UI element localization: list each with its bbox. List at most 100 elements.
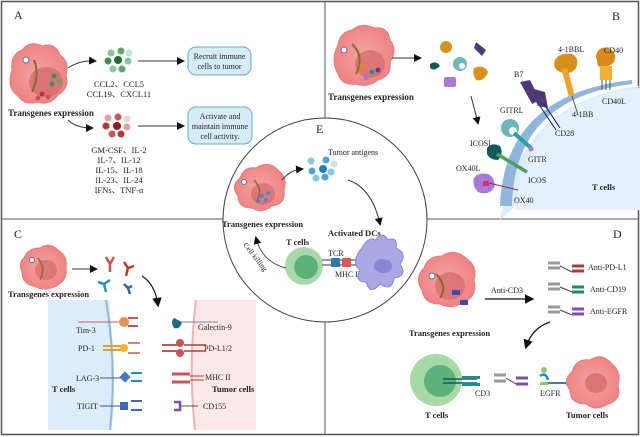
dc-nucleus [374,259,392,273]
ligand-label: CD40 [604,46,623,55]
bite-molecule [548,261,584,273]
cd3-label: CD3 [475,389,490,398]
virus-icon [22,56,30,64]
ligand-label: PD-L1/2 [204,344,232,353]
tumor-cell [234,164,286,212]
receptor-label: ICOS [528,176,546,185]
source-label: Transgenes expression [328,92,414,102]
activated-dcs-label: Activated DCs [328,228,381,238]
receptor-label: CD40L [602,97,626,106]
chemokine-list: CCL19、CXCL11 [87,89,151,99]
nucleus [585,373,607,393]
outcome-box [187,106,253,145]
arrow [470,95,481,125]
ligand-label: Galectin-9 [198,323,232,332]
tumor-cell [333,24,395,86]
bite-bound [494,373,528,386]
dna-strand [31,59,38,93]
t-cell-cytoplasm [516,88,640,210]
tumor-region [191,300,256,430]
outcome-box [187,46,252,76]
panel-e-label: E [316,122,323,136]
panel-d-label: D [613,227,622,241]
dna-strand [435,273,445,299]
receptor-label: PD-1 [78,344,95,353]
antigen-cluster [307,156,338,182]
ligand-label: 4-1BBL [558,45,584,54]
nucleus [35,260,57,280]
outcome-text: maintain immune [192,122,249,131]
bite-label: Anti-PD-L1 [588,263,627,272]
tumor-membrane [190,299,197,431]
arrow [67,119,94,132]
cytokine-list: IL-7、IL-12 [98,155,141,165]
arrow [523,321,551,350]
receptor-tigit [100,400,142,411]
dendritic-cell [355,234,404,290]
tcr-mhc-synapse [322,258,358,267]
t-cell-label: T cells [425,410,449,420]
arrow [253,236,287,269]
outcome-text: Recruit immune [194,52,246,61]
ligand-label: CD155 [203,402,226,411]
t-cell-nucleus [424,365,456,397]
dna-strand [37,257,44,281]
tumor-cell-d [566,356,620,409]
egfr-label: EGFR [540,389,561,398]
cytokine-list: IFNs、TNF-α [95,185,144,195]
tumor-cell-label: Tumor cells [212,384,255,394]
t-cell-membrane [105,299,114,431]
receptor-label: OX40 [514,196,534,205]
source-label: Transgenes expression [409,328,490,338]
source-label: Transgenes expression [8,108,94,118]
ligand-cd155 [174,400,198,412]
arrow [141,275,162,308]
ligand-pdl1 [162,339,206,357]
ligand-label: MHC II [205,373,231,382]
chemokine-list: CCL2、CCL5 [94,79,144,89]
receptor-b7-cd28 [520,80,561,131]
receptor-label: Tim-3 [76,326,96,335]
tumor-cell-label: Tumor cells [566,410,609,420]
bite-label: Anti-EGFR [590,307,628,316]
ligand-galectin9 [172,318,218,329]
panel-a-label: A [14,8,23,22]
arrow [67,56,97,69]
antibody-cluster [97,256,135,295]
tumor-antigens-label: Tumor antigens [328,148,378,157]
bite-molecule [548,282,584,294]
outcome-text: cell activity. [200,132,239,141]
panel-c-label: C [14,227,22,241]
chemokine-cluster [104,47,133,73]
ligand-label: OX40L [456,164,481,173]
t-cell-label: T cells [286,237,310,247]
arrow [281,165,304,181]
receptor-icosl-icos [487,144,528,174]
arrow [347,179,383,226]
bite-molecule [548,305,584,316]
ligand-mhc2 [172,372,204,384]
panel-a: A Transgenes expression CCL2、CCL5 CCL19、… [8,8,253,195]
panel-b: B Transgenes expression [328,9,640,220]
outcome-text: Activate and [200,112,241,121]
nucleus [435,272,465,300]
anti-cd3-label: Anti-CD3 [491,286,523,295]
virus-icon [340,46,348,54]
tcr-label: TCR [328,249,344,258]
t-cell [410,354,462,406]
cytokine-list: IL-23、IL-24 [95,175,143,185]
dna-strand [351,43,361,75]
receptor-label: GITR [528,155,547,164]
receptor-tim3 [78,317,138,327]
panel-d: D Transgenes expression Anti-CD3 Anti [409,227,628,420]
nucleus [251,183,275,205]
source-label: Transgenes expression [222,219,303,229]
t-cell-label: T cells [52,384,76,394]
virus-icon [428,272,436,280]
cytokine-list: GM-CSF、IL-2 [91,145,146,155]
bite-label: Anti-CD19 [590,285,626,294]
t-cell-label: T cells [592,182,616,192]
receptor-label: CD28 [555,129,574,138]
receptor-41bbl-41bb [554,53,579,116]
